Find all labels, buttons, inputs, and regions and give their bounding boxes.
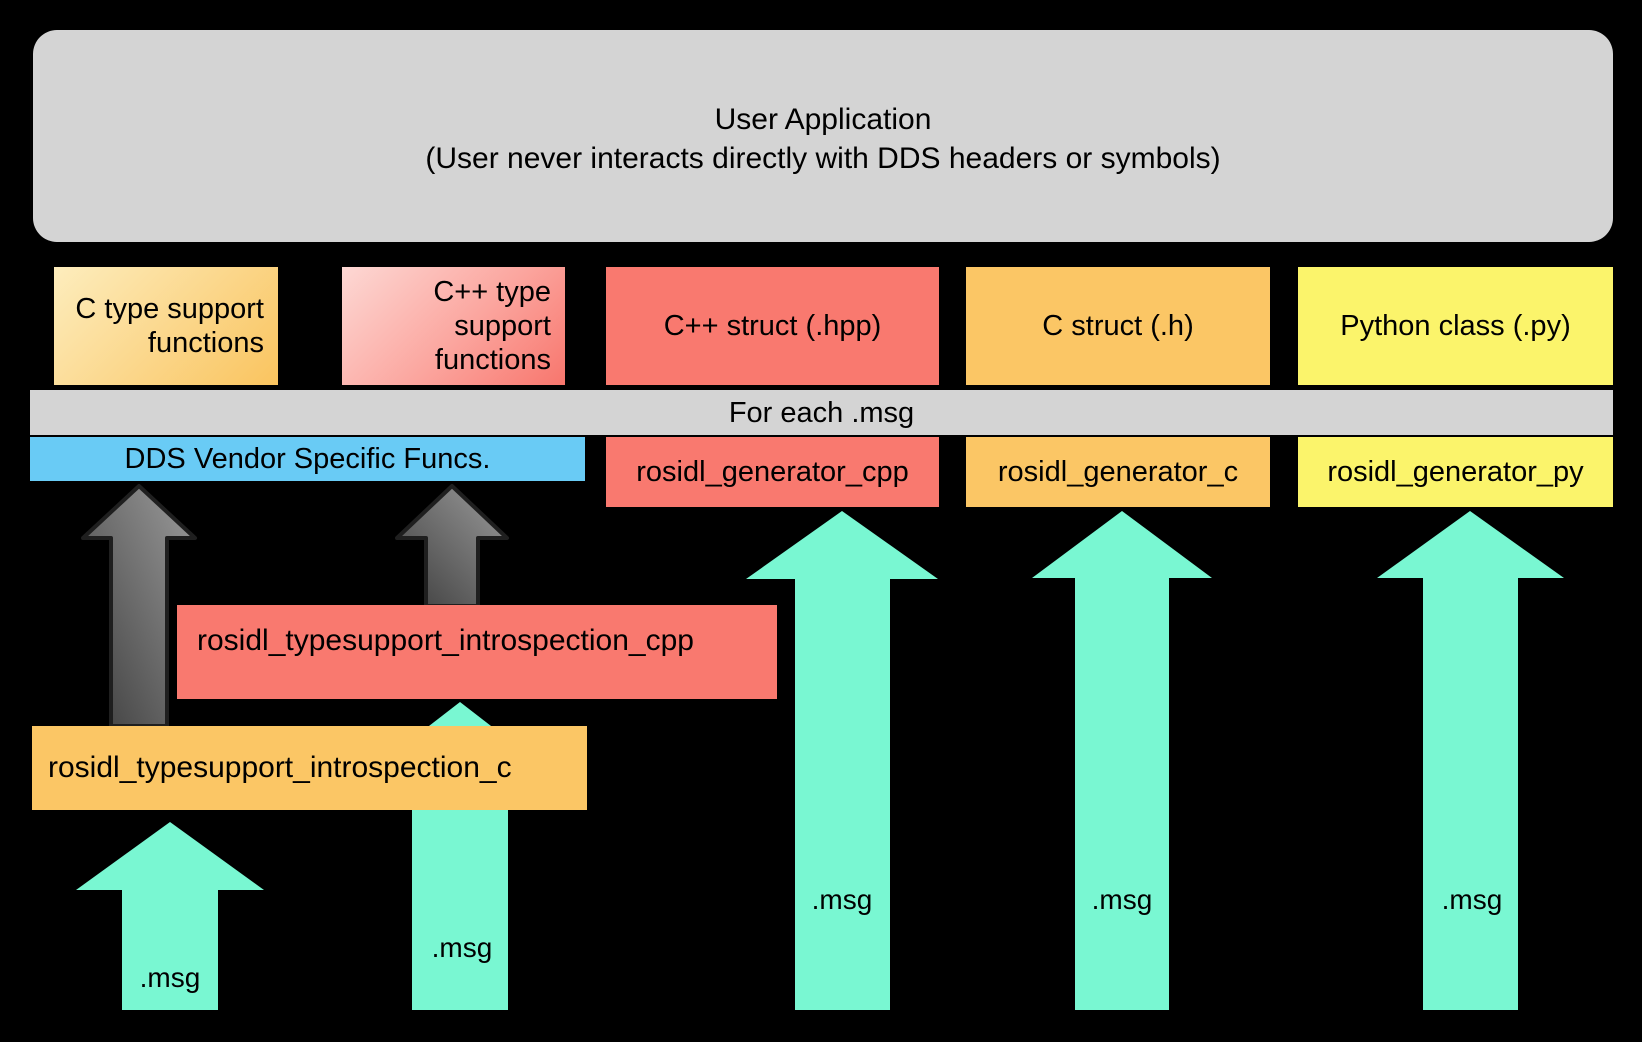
rosidl-generator-py-box: rosidl_generator_py: [1298, 437, 1613, 507]
for-each-msg-band: For each .msg: [30, 390, 1613, 435]
rosidl-generator-c-box: rosidl_generator_c: [966, 437, 1270, 507]
user-application-box: User Application (User never interacts d…: [33, 30, 1613, 242]
cpp-struct-box: C++ struct (.hpp): [606, 267, 939, 385]
msg-label-generator-c: .msg: [1091, 884, 1153, 915]
msg-label-generator-cpp: .msg: [811, 884, 873, 915]
arrow-msg-to-generator-c-icon: [1032, 511, 1212, 1010]
arrow-msg-to-generator-cpp-icon: [746, 511, 938, 1010]
rosidl-typesupport-introspection-cpp-box: rosidl_typesupport_introspection_cpp: [177, 605, 777, 699]
rosidl-generator-cpp-box: rosidl_generator_cpp: [606, 437, 939, 507]
msg-label-introspection-c: .msg: [139, 962, 201, 993]
arrow-introspection-cpp-to-dds-icon: [395, 484, 509, 608]
arrow-msg-to-generator-py-icon: [1377, 511, 1564, 1010]
msg-label-generator-py: .msg: [1441, 884, 1503, 915]
msg-label-introspection-cpp: .msg: [431, 932, 493, 963]
arrow-msg-to-introspection-c-icon: [76, 822, 264, 1010]
c-type-support-box: C type support functions: [54, 267, 278, 385]
python-class-box: Python class (.py): [1298, 267, 1613, 385]
cpp-type-support-box: C++ type support functions: [342, 267, 565, 385]
dds-vendor-specific-funcs-box: DDS Vendor Specific Funcs.: [30, 437, 585, 481]
rosidl-typesupport-introspection-c-box: rosidl_typesupport_introspection_c: [32, 726, 587, 810]
c-struct-box: C struct (.h): [966, 267, 1270, 385]
